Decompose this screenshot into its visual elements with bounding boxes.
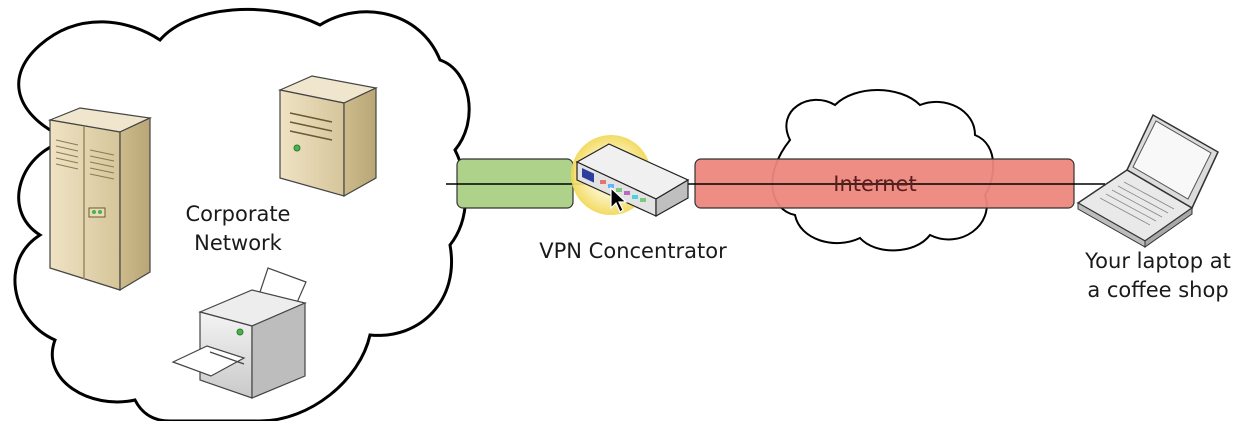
internet-label: Internet xyxy=(833,172,917,196)
corporate-network-label-line1: Corporate xyxy=(185,202,291,226)
server-icon xyxy=(278,75,378,198)
vpn-concentrator-icon xyxy=(575,143,690,218)
printer-icon xyxy=(171,267,307,399)
mouse-cursor-icon xyxy=(610,186,628,213)
laptop-icon xyxy=(1076,113,1219,248)
vpn-concentrator-label: VPN Concentrator xyxy=(539,239,727,263)
laptop-label-line1: Your laptop at xyxy=(1085,249,1231,273)
laptop-label-line2: a coffee shop xyxy=(1087,278,1229,302)
corporate-network-label: Corporate Network xyxy=(176,200,300,258)
server-tower-icon xyxy=(47,107,153,292)
corporate-network-label-line2: Network xyxy=(194,231,282,255)
laptop-label: Your laptop at a coffee shop xyxy=(1068,247,1248,305)
